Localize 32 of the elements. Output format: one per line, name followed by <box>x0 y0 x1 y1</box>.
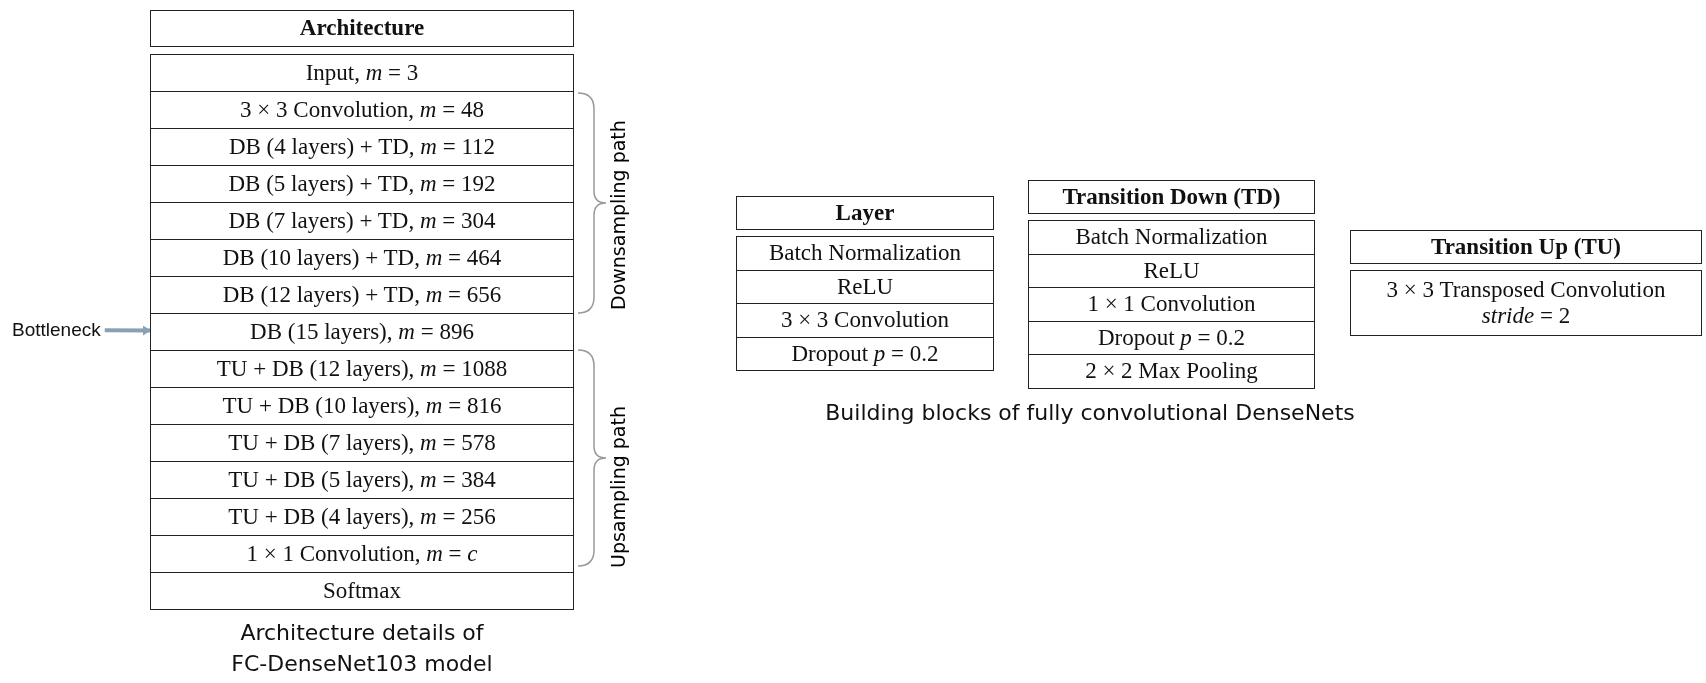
table-cell: DB (5 layers) + TD, m = 192 <box>150 165 574 203</box>
table-cell: 2 × 2 Max Pooling <box>1028 354 1315 389</box>
figure-caption: Architecture details of FC-DenseNet103 model <box>230 619 494 678</box>
table-cell: TU + DB (5 layers), m = 384 <box>150 461 574 499</box>
table-cell: DB (10 layers) + TD, m = 464 <box>150 239 574 277</box>
table-cell: DB (12 layers) + TD, m = 656 <box>150 276 574 314</box>
table-cell: DB (15 layers), m = 896 <box>150 313 574 351</box>
table-cell: Batch Normalization <box>736 236 994 271</box>
table-cell: DB (7 layers) + TD, m = 304 <box>150 202 574 240</box>
table-cell: TU + DB (4 layers), m = 256 <box>150 498 574 536</box>
figure-caption: Building blocks of fully convolutional DenseNets <box>824 400 1356 425</box>
table-cell: Input, m = 3 <box>150 54 574 92</box>
header-cell: Transition Up (TU) <box>1350 230 1702 264</box>
header-cell: Architecture <box>150 10 574 47</box>
table-cell: DB (4 layers) + TD, m = 112 <box>150 128 574 166</box>
arrow <box>104 325 151 336</box>
table-cell: 3 × 3 Convolution, m = 48 <box>150 91 574 129</box>
table-cell: 1 × 1 Convolution, m = c <box>150 535 574 573</box>
table-cell: TU + DB (10 layers), m = 816 <box>150 387 574 425</box>
table-cell: Batch Normalization <box>1028 220 1315 255</box>
table-cell: TU + DB (12 layers), m = 1088 <box>150 350 574 388</box>
bottleneck-label: Bottleneck <box>12 319 101 341</box>
path-label: Downsampling path <box>607 120 629 310</box>
table-cell: 1 × 1 Convolution <box>1028 287 1315 322</box>
path-label: Upsampling path <box>607 406 629 568</box>
table-cell: TU + DB (7 layers), m = 578 <box>150 424 574 462</box>
header-cell: Layer <box>736 196 994 230</box>
table-cell: 3 × 3 Transposed Convolution stride = 2 <box>1350 270 1702 336</box>
table-cell: Softmax <box>150 572 574 610</box>
table-cell: 3 × 3 Convolution <box>736 303 994 338</box>
header-cell: Transition Down (TD) <box>1028 180 1315 214</box>
table-cell: Dropout p = 0.2 <box>736 336 994 371</box>
